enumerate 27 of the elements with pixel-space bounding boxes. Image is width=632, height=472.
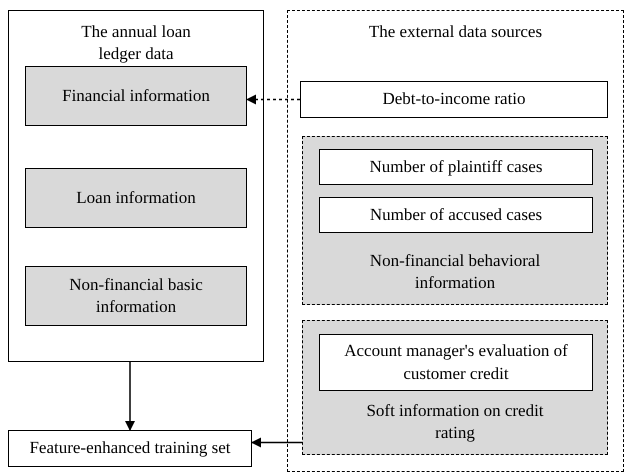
group-box — [302, 136, 608, 305]
node-label: Loan information — [76, 186, 196, 209]
node-label: Financial information — [62, 84, 210, 107]
node-label: Number of accused cases — [370, 204, 542, 226]
node-label: Soft information on credit rating — [365, 400, 545, 444]
node-label: Debt-to-income ratio — [382, 88, 526, 110]
node-label: Number of plaintiff cases — [370, 156, 542, 178]
process-box — [319, 334, 593, 391]
node-label: Non-financial basic information — [68, 274, 204, 318]
group-box — [8, 10, 264, 362]
process-box — [25, 266, 247, 326]
process-box — [8, 430, 252, 467]
process-box — [25, 168, 247, 228]
group-box — [287, 10, 624, 472]
process-box — [300, 81, 608, 118]
process-box — [319, 149, 593, 185]
process-box — [25, 66, 247, 126]
node-label: The annual loan ledger data — [80, 21, 192, 66]
arrow — [251, 438, 302, 448]
group-box — [302, 320, 608, 455]
process-box — [319, 197, 593, 233]
arrow — [125, 362, 135, 431]
node-label: Non-financial behavioral information — [368, 250, 542, 294]
arrow — [246, 94, 300, 104]
node-label: Account manager's evaluation of customer credit — [343, 340, 569, 384]
node-label: Feature-enhanced training set — [29, 437, 231, 460]
node-label: The external data sources — [368, 21, 542, 43]
